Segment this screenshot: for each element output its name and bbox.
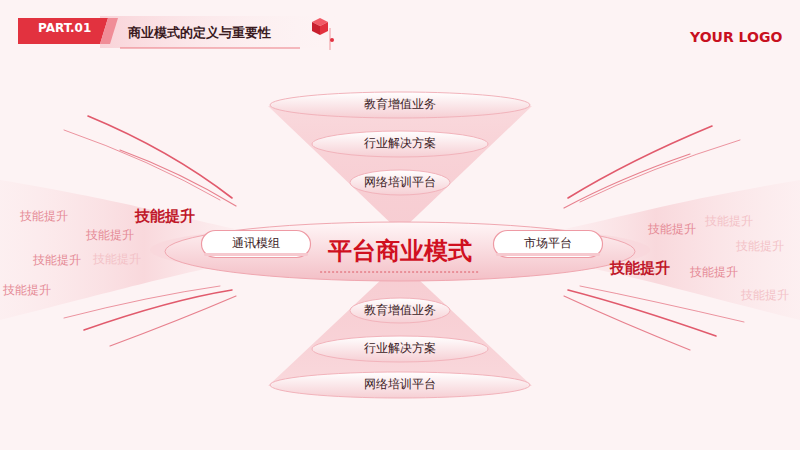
scatter-label: 技能提升 [610, 260, 670, 277]
node-label: 网络培训平台 [364, 378, 436, 391]
scatter-label: 技能提升 [135, 208, 195, 225]
scatter-label: 技能提升 [86, 229, 134, 242]
scatter-label: 技能提升 [33, 254, 81, 267]
layer-ellipse: 行业解决方案 [312, 131, 488, 157]
scatter-label: 技能提升 [93, 253, 141, 266]
section-title: 商业模式的定义与重要性 [128, 24, 271, 42]
node-label: 市场平台 [524, 237, 572, 250]
core-band: 平台商业模式 通讯模组 市场平台 [165, 222, 635, 281]
side-pill: 通讯模组 [201, 230, 311, 258]
side-pill: 市场平台 [493, 230, 603, 258]
scatter-label: 技能提升 [705, 215, 753, 228]
scatter-label: 技能提升 [741, 289, 789, 302]
scatter-label: 技能提升 [3, 284, 51, 297]
scatter-label: 技能提升 [736, 240, 784, 253]
node-label: 行业解决方案 [364, 342, 436, 355]
layer-ellipse: 教育增值业务 [270, 92, 530, 118]
part-tag: PART.01 [38, 22, 91, 35]
logo-text: YOUR LOGO [690, 30, 782, 45]
node-label: 网络培训平台 [364, 176, 436, 189]
layer-ellipse: 行业解决方案 [312, 336, 488, 362]
node-label: 教育增值业务 [364, 304, 436, 317]
node-label: 平台商业模式 [328, 238, 472, 264]
scatter-label: 技能提升 [648, 223, 696, 236]
node-label: 通讯模组 [232, 237, 280, 250]
node-label: 教育增值业务 [364, 98, 436, 111]
scatter-label: 技能提升 [690, 266, 738, 279]
layer-ellipse: 教育增值业务 [350, 298, 450, 323]
layer-ellipse: 网络培训平台 [350, 170, 450, 195]
layer-ellipse: 网络培训平台 [270, 372, 530, 398]
scatter-label: 技能提升 [20, 210, 68, 223]
node-label: 行业解决方案 [364, 137, 436, 150]
